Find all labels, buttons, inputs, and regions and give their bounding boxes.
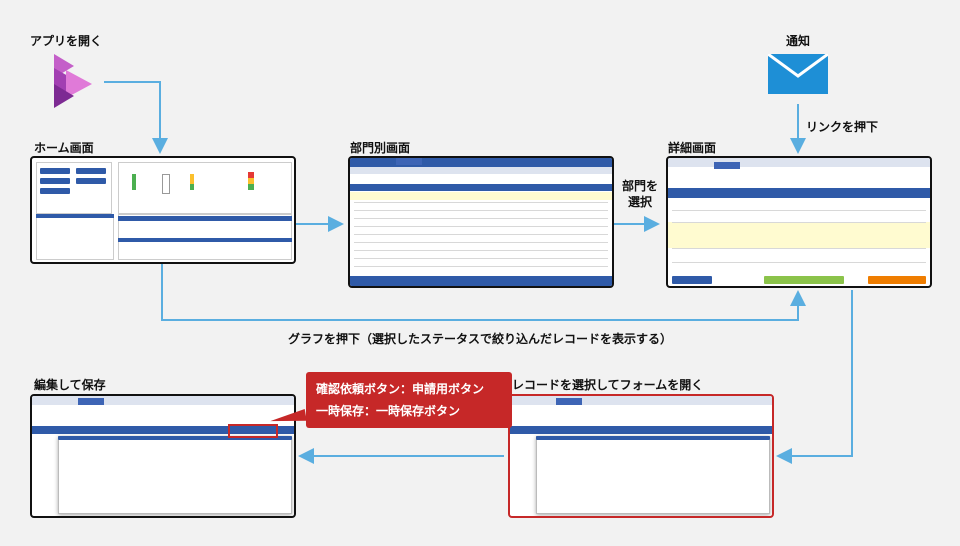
arrow-app-to-home bbox=[104, 81, 168, 154]
detail-screen-label: 詳細画面 bbox=[668, 141, 717, 155]
detail-screen-thumbnail bbox=[666, 156, 932, 288]
select-dept-label: 部門を 選択 bbox=[622, 179, 659, 209]
record-form-screen-thumbnail bbox=[508, 394, 774, 518]
home-screen-label: ホーム画面 bbox=[34, 141, 94, 155]
edit-save-label: 編集して保存 bbox=[34, 378, 106, 392]
callout-line-2: 一時保存：一時保存ボタン bbox=[316, 404, 461, 418]
edit-save-screen-thumbnail bbox=[30, 394, 296, 518]
mail-envelope-icon bbox=[767, 52, 829, 94]
select-record-label: レコードを選択してフォームを開く bbox=[512, 378, 704, 392]
arrow-home-graph-to-detail bbox=[161, 262, 806, 321]
button-callout: 確認依頼ボタン：申請用ボタン 一時保存：一時保存ボタン bbox=[306, 372, 512, 428]
home-screen-thumbnail bbox=[30, 156, 296, 264]
power-apps-icon bbox=[40, 54, 98, 110]
arrow-detail-to-form bbox=[776, 290, 853, 464]
open-app-label: アプリを開く bbox=[30, 34, 103, 48]
press-link-label: リンクを押下 bbox=[806, 120, 879, 134]
department-screen-thumbnail bbox=[348, 156, 614, 288]
graph-press-label: グラフを押下（選択したステータスで絞り込んだレコードを表示する） bbox=[288, 332, 673, 346]
dept-screen-label: 部門別画面 bbox=[350, 141, 411, 155]
callout-line-1: 確認依頼ボタン：申請用ボタン bbox=[316, 382, 485, 396]
notification-label: 通知 bbox=[786, 34, 811, 48]
